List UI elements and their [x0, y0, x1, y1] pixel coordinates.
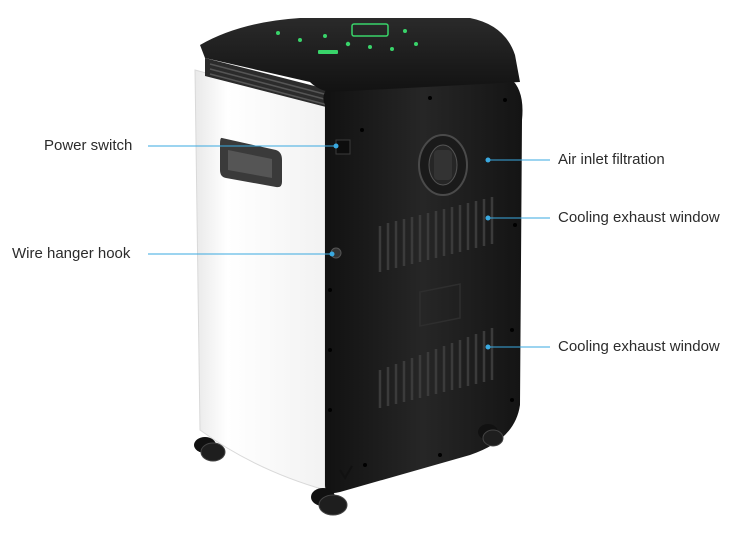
screw-dots: [328, 96, 517, 467]
service-plate: [419, 283, 461, 327]
display-indicators: [276, 23, 418, 54]
power-switch-label: Power switch: [44, 137, 133, 154]
cord-wrap-clip: [339, 465, 353, 480]
wire-hanger-hook-label: Wire hanger hook: [12, 245, 131, 262]
white-side-panel: [194, 69, 326, 491]
black-rear-body: [323, 78, 523, 494]
cooling-exhaust-window-upper-label: Cooling exhaust window: [558, 209, 720, 226]
cooling-exhaust-vent-lower: [378, 328, 494, 408]
wheel-icon: [194, 437, 226, 462]
cooling-exhaust-window-lower-label: Cooling exhaust window: [558, 338, 720, 355]
top-control-panel: [200, 18, 520, 92]
air-inlet-filter-dial[interactable]: [418, 134, 468, 196]
callout-lines: [148, 145, 550, 348]
cooling-exhaust-vent-upper: [378, 197, 494, 272]
handle-inner: [228, 150, 272, 178]
air-inlet-filtration-label: Air inlet filtration: [558, 151, 665, 168]
wheel-icon: [311, 488, 348, 516]
wheel-icon: [478, 424, 504, 447]
callout-dots: [329, 143, 491, 350]
